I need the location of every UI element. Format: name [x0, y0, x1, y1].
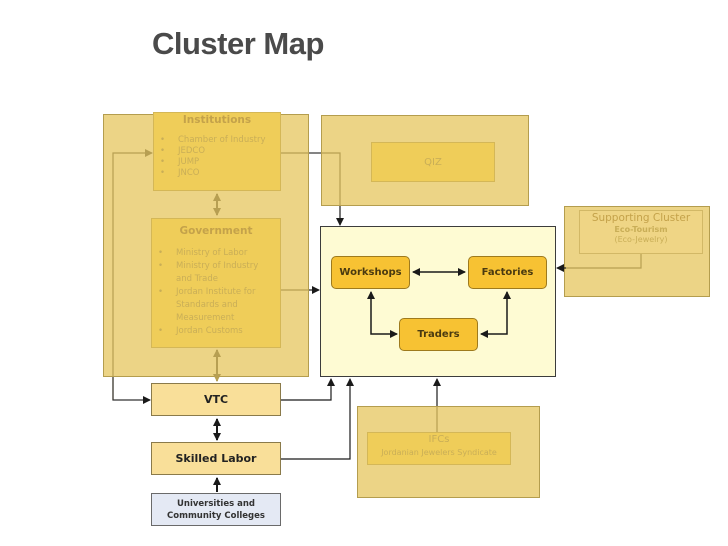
institution-item: Chamber of Industry [154, 135, 280, 146]
arrow-left-loop-vtc [112, 377, 151, 404]
government-heading: Government [179, 225, 253, 237]
factories-node: Factories [468, 256, 547, 289]
institutions-heading: Institutions [182, 114, 252, 126]
page-title: Cluster Map [152, 26, 324, 61]
arrow-skilled-labor-core [281, 378, 354, 460]
supporting-cluster-box: Supporting Cluster Eco-Tourism (Eco-Jewe… [579, 210, 703, 254]
institutions-list: Chamber of Industry JEDCO JUMP JNCO [154, 135, 280, 179]
qiz-box: QIZ [371, 142, 495, 182]
workshops-node: Workshops [331, 256, 410, 289]
supporting-cluster-line1: Eco-Tourism [614, 225, 668, 234]
arrow-vtc-core [281, 378, 335, 401]
traders-node: Traders [399, 318, 478, 351]
government-item: Jordan Customs [152, 325, 274, 338]
universities-node: Universities and Community Colleges [151, 493, 281, 526]
arrow-supporting-core-a [566, 254, 642, 269]
supporting-cluster-heading: Supporting Cluster [591, 212, 691, 224]
ifcs-line1: Jordanian Jewelers Syndicate [381, 448, 497, 457]
institutions-box: Institutions Chamber of Industry JEDCO J… [153, 112, 281, 191]
qiz-label: QIZ [424, 156, 442, 168]
government-item: Ministry of Industry and Trade [152, 260, 274, 286]
institution-item: JEDCO [154, 146, 280, 157]
institution-item: JNCO [154, 168, 280, 179]
ifcs-heading: IFCs [428, 434, 450, 445]
government-box: Government Ministry of Labor Ministry of… [151, 218, 281, 348]
core-cluster-box [320, 226, 556, 377]
arrow-left-loop-institutions [112, 149, 153, 400]
arrow-workshops-traders [367, 291, 398, 338]
government-item: Jordan Institute for Standards and Measu… [152, 286, 274, 325]
arrow-factories-traders [480, 291, 511, 338]
skilled-labor-node: Skilled Labor [151, 442, 281, 475]
government-item: Ministry of Labor [152, 247, 274, 260]
supporting-cluster-line2: (Eco-Jewelry) [614, 235, 668, 244]
institution-item: JUMP [154, 157, 280, 168]
ifcs-box: IFCs Jordanian Jewelers Syndicate [367, 432, 511, 465]
government-list: Ministry of Labor Ministry of Industry a… [152, 247, 280, 338]
arrow-institutions-core-c [321, 152, 341, 206]
vtc-node: VTC [151, 383, 281, 416]
